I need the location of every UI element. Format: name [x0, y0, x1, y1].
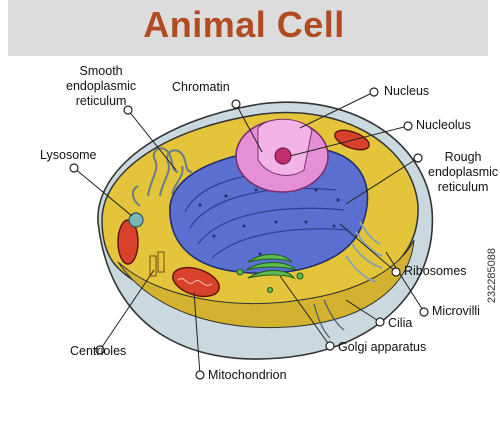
title-bar — [8, 0, 488, 56]
smooth-er-shape — [132, 147, 193, 207]
label-lysosome: Lysosome — [40, 148, 97, 162]
label-rough-er: Rough endoplasmic reticulum — [428, 150, 499, 194]
cytoplasm-lower — [117, 239, 415, 329]
label-golgi: Golgi apparatus — [338, 340, 427, 354]
label-chromatin: Chromatin — [172, 80, 230, 94]
label-cilia: Cilia — [388, 316, 413, 330]
leader-lines — [73, 91, 425, 376]
label-microvilli: Microvilli — [432, 304, 480, 318]
nucleolus-shape — [274, 147, 292, 165]
mitochondrion-shape-2 — [117, 219, 139, 265]
mitochondrion-shape-1 — [172, 266, 220, 298]
label-centrioles: Centrioles — [70, 344, 127, 358]
nucleus-cutaway — [257, 118, 313, 176]
label-markers — [69, 87, 429, 380]
stock-image-id: 232285088 — [486, 248, 498, 304]
lysosome-shape — [128, 212, 144, 228]
centrioles-shape — [149, 251, 165, 277]
microvilli-shape — [345, 221, 383, 283]
golgi-shape — [236, 253, 304, 294]
label-smooth-er: Smooth endoplasmic reticulum — [66, 64, 137, 108]
label-ribosomes: Ribosomes — [404, 264, 467, 278]
cilia-shape — [313, 299, 345, 339]
label-mitochondrion: Mitochondrion — [208, 368, 287, 382]
label-nucleus: Nucleus — [384, 84, 430, 98]
diagram-title: Animal Cell — [143, 4, 345, 45]
label-nucleolus: Nucleolus — [416, 118, 471, 132]
